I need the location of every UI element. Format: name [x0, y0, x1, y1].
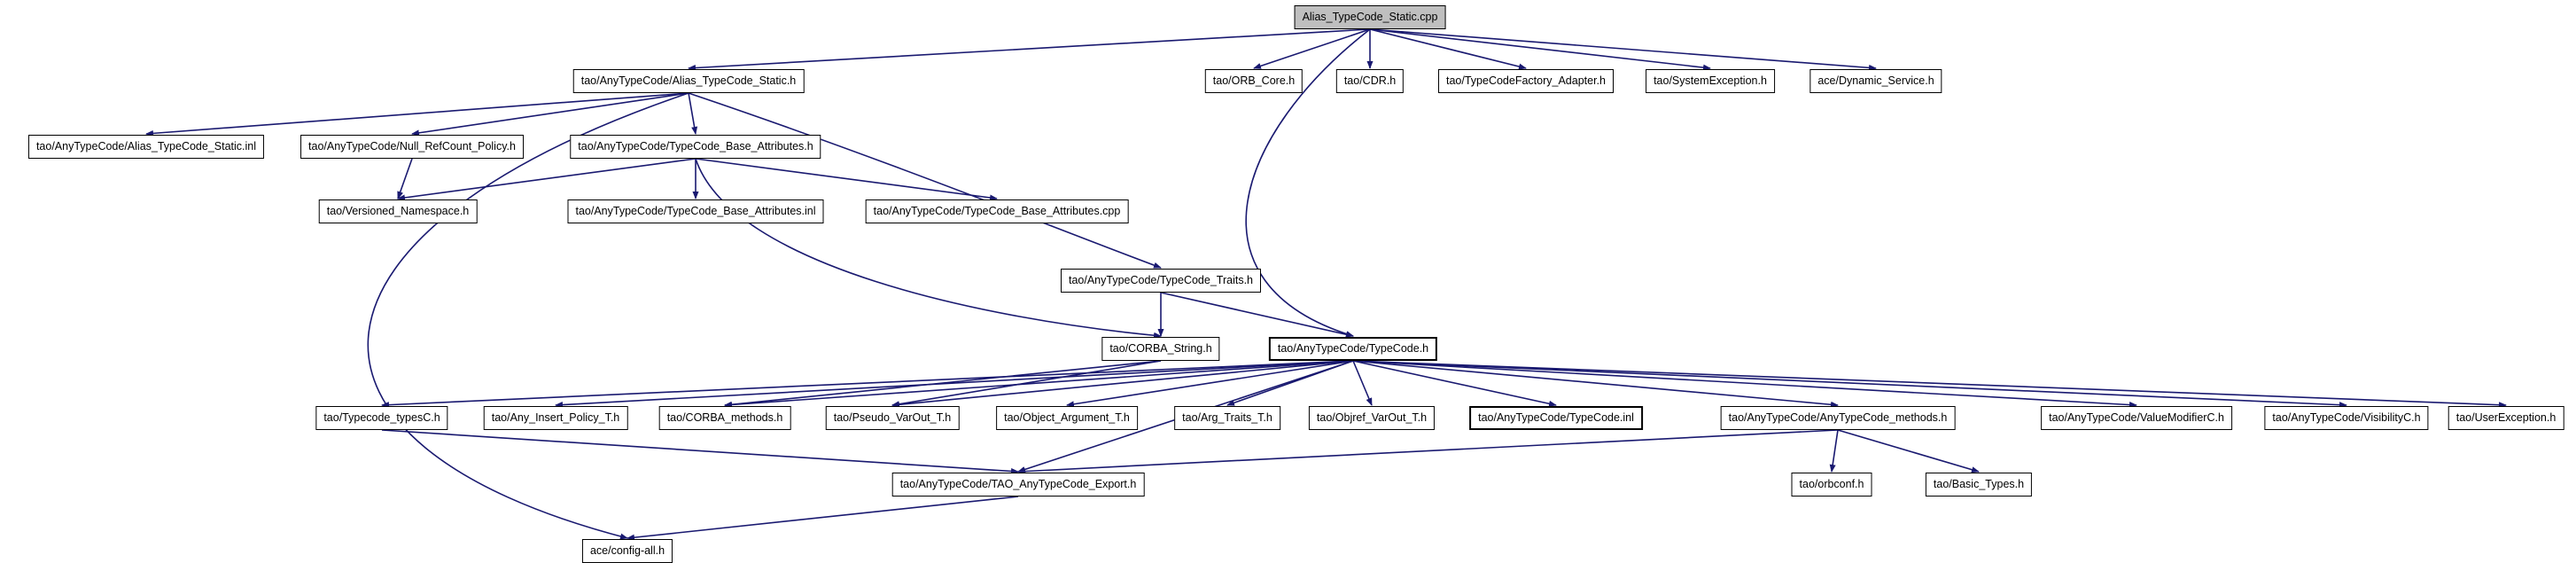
dependency-edge-typecode_h-to-userex: [1352, 360, 2507, 409]
graph-node-valuemod[interactable]: tao/AnyTypeCode/ValueModifierC.h: [2041, 406, 2232, 430]
dependency-edge-cpp-to-dyn_svc: [1369, 28, 1877, 71]
dependency-edge-typecode_h-to-corba_methods: [724, 360, 1354, 408]
dependency-edge-null_refcount-to-vns: [397, 158, 413, 199]
graph-node-orb_core[interactable]: tao/ORB_Core.h: [1204, 69, 1304, 93]
dependency-edge-typecode_h-to-atc_methods: [1352, 360, 1839, 408]
graph-node-arg_traits[interactable]: tao/Arg_Traits_T.h: [1174, 406, 1280, 430]
graph-node-sysex[interactable]: tao/SystemException.h: [1646, 69, 1775, 93]
graph-node-cdr[interactable]: tao/CDR.h: [1335, 69, 1405, 93]
graph-node-label: tao/SystemException.h: [1654, 74, 1767, 88]
dependency-edge-typecode_h-to-pseudo_varout: [891, 360, 1354, 408]
dependency-edge-cpp-to-tcf_adapter: [1369, 28, 1527, 70]
graph-node-typecode_typesc[interactable]: tao/Typecode_typesC.h: [315, 406, 448, 430]
graph-node-label: tao/AnyTypeCode/Null_RefCount_Policy.h: [308, 140, 516, 153]
graph-node-visibility[interactable]: tao/AnyTypeCode/VisibilityC.h: [2264, 406, 2429, 430]
graph-node-label: tao/AnyTypeCode/TypeCode.h: [1277, 342, 1429, 356]
graph-node-label: tao/AnyTypeCode/TypeCode_Base_Attributes…: [873, 205, 1121, 218]
graph-node-label: tao/AnyTypeCode/TypeCode_Traits.h: [1069, 274, 1253, 287]
dependency-edge-alias_h-to-tc_traits: [688, 92, 1162, 269]
dependency-edge-alias_h-to-alias_inl: [145, 92, 689, 137]
graph-node-tcba_inl[interactable]: tao/AnyTypeCode/TypeCode_Base_Attributes…: [567, 199, 824, 223]
dependency-edge-alias_h-to-null_refcount: [411, 92, 689, 137]
graph-node-label: tao/AnyTypeCode/ValueModifierC.h: [2049, 411, 2224, 425]
graph-node-tcba_h[interactable]: tao/AnyTypeCode/TypeCode_Base_Attributes…: [570, 135, 821, 159]
graph-node-atc_methods[interactable]: tao/AnyTypeCode/AnyTypeCode_methods.h: [1720, 406, 1956, 430]
dependency-edge-atc_methods-to-atc_export: [1017, 429, 1839, 475]
dependency-edge-atc_methods-to-basic_types: [1837, 429, 1980, 473]
graph-node-tcba_cpp[interactable]: tao/AnyTypeCode/TypeCode_Base_Attributes…: [865, 199, 1129, 223]
graph-node-label: tao/CORBA_String.h: [1109, 342, 1212, 356]
graph-node-config_all[interactable]: ace/config-all.h: [581, 539, 673, 563]
graph-node-alias_h[interactable]: tao/AnyTypeCode/Alias_TypeCode_Static.h: [572, 69, 805, 93]
graph-node-label: tao/CORBA_methods.h: [666, 411, 783, 425]
dependency-edge-typecode_h-to-typecode_typesc: [381, 360, 1354, 409]
dependency-edge-tcba_h-to-vns: [397, 158, 697, 201]
graph-node-typecode_h[interactable]: tao/AnyTypeCode/TypeCode.h: [1268, 337, 1438, 361]
graph-node-label: tao/Arg_Traits_T.h: [1182, 411, 1272, 425]
graph-node-label: tao/AnyTypeCode/Alias_TypeCode_Static.h: [580, 74, 797, 88]
graph-node-null_refcount[interactable]: tao/AnyTypeCode/Null_RefCount_Policy.h: [300, 135, 524, 159]
dependency-edge-cpp-to-orb_core: [1253, 28, 1371, 69]
graph-node-alias_inl[interactable]: tao/AnyTypeCode/Alias_TypeCode_Static.in…: [27, 135, 265, 159]
graph-node-label: tao/UserException.h: [2455, 411, 2557, 425]
graph-node-cpp: Alias_TypeCode_Static.cpp: [1294, 5, 1446, 29]
graph-node-label: ace/Dynamic_Service.h: [1817, 74, 1934, 88]
dependency-edge-tc_traits-to-typecode_h: [1160, 292, 1354, 338]
graph-node-orbconf[interactable]: tao/orbconf.h: [1791, 473, 1872, 497]
dependency-edge-corba_string-to-corba_methods: [724, 360, 1162, 408]
graph-node-userex[interactable]: tao/UserException.h: [2448, 406, 2564, 430]
dependency-edge-tcba_h-to-corba_string: [695, 158, 1162, 339]
dependency-edge-alias_h-to-tcba_h: [688, 92, 698, 135]
dependency-edge-corba_string-to-pseudo_varout: [891, 360, 1162, 408]
graph-node-label: tao/orbconf.h: [1799, 478, 1864, 491]
graph-node-label: tao/AnyTypeCode/TypeCode_Base_Attributes…: [575, 205, 816, 218]
dependency-edge-atc_export-to-config_all: [626, 496, 1019, 541]
dependency-edge-atc_methods-to-orbconf: [1829, 429, 1839, 473]
graph-node-any_insert[interactable]: tao/Any_Insert_Policy_T.h: [483, 406, 628, 430]
graph-node-label: Alias_TypeCode_Static.cpp: [1302, 11, 1438, 24]
graph-node-label: tao/TypeCodeFactory_Adapter.h: [1446, 74, 1606, 88]
dependency-edge-typecode_h-to-any_insert: [555, 360, 1354, 409]
graph-node-label: tao/Any_Insert_Policy_T.h: [491, 411, 620, 425]
dependency-edge-tcba_h-to-tcba_cpp: [695, 158, 998, 201]
graph-node-label: tao/AnyTypeCode/TypeCode.inl: [1478, 411, 1634, 425]
dependency-edge-typecode_h-to-arg_traits: [1226, 360, 1354, 406]
graph-node-corba_string[interactable]: tao/CORBA_String.h: [1101, 337, 1220, 361]
graph-node-label: tao/ORB_Core.h: [1212, 74, 1296, 88]
dependency-edge-cpp-to-sysex: [1369, 28, 1711, 71]
graph-node-label: tao/Versioned_Namespace.h: [326, 205, 470, 218]
graph-node-label: tao/AnyTypeCode/TypeCode_Base_Attributes…: [578, 140, 813, 153]
graph-node-label: tao/AnyTypeCode/Alias_TypeCode_Static.in…: [35, 140, 257, 153]
graph-node-pseudo_varout[interactable]: tao/Pseudo_VarOut_T.h: [825, 406, 960, 430]
graph-node-label: tao/Object_Argument_T.h: [1004, 411, 1130, 425]
graph-node-typecode_inl[interactable]: tao/AnyTypeCode/TypeCode.inl: [1469, 406, 1643, 430]
graph-node-label: tao/Typecode_typesC.h: [323, 411, 440, 425]
graph-node-tcf_adapter[interactable]: tao/TypeCodeFactory_Adapter.h: [1438, 69, 1614, 93]
dependency-edge-typecode_typesc-to-atc_export: [381, 429, 1019, 474]
graph-node-label: tao/AnyTypeCode/AnyTypeCode_methods.h: [1728, 411, 1948, 425]
graph-node-label: tao/AnyTypeCode/VisibilityC.h: [2272, 411, 2421, 425]
graph-node-corba_methods[interactable]: tao/CORBA_methods.h: [658, 406, 791, 430]
graph-node-dyn_svc[interactable]: ace/Dynamic_Service.h: [1809, 69, 1942, 93]
graph-node-vns[interactable]: tao/Versioned_Namespace.h: [318, 199, 478, 223]
graph-node-atc_export[interactable]: tao/AnyTypeCode/TAO_AnyTypeCode_Export.h: [891, 473, 1145, 497]
graph-node-object_arg[interactable]: tao/Object_Argument_T.h: [996, 406, 1138, 430]
graph-node-objref_varout[interactable]: tao/Objref_VarOut_T.h: [1308, 406, 1436, 430]
dependency-edge-alias_h-to-config_all: [367, 92, 689, 540]
dependency-edge-typecode_h-to-typecode_inl: [1352, 360, 1557, 407]
dependency-edge-typecode_h-to-visibility: [1352, 360, 2347, 409]
dependency-edge-typecode_h-to-valuemod: [1352, 360, 2137, 409]
dependency-edge-cpp-to-alias_h: [688, 28, 1371, 72]
graph-node-label: tao/Basic_Types.h: [1933, 478, 2025, 491]
graph-node-label: tao/CDR.h: [1343, 74, 1397, 88]
graph-node-label: tao/Objref_VarOut_T.h: [1316, 411, 1428, 425]
graph-node-label: tao/AnyTypeCode/TAO_AnyTypeCode_Export.h: [899, 478, 1137, 491]
graph-node-label: tao/Pseudo_VarOut_T.h: [833, 411, 952, 425]
graph-node-tc_traits[interactable]: tao/AnyTypeCode/TypeCode_Traits.h: [1061, 269, 1261, 293]
dependency-edge-typecode_h-to-objref_varout: [1352, 360, 1373, 406]
graph-node-label: ace/config-all.h: [589, 544, 665, 558]
graph-node-basic_types[interactable]: tao/Basic_Types.h: [1925, 473, 2033, 497]
dependency-edge-typecode_h-to-object_arg: [1066, 360, 1354, 408]
